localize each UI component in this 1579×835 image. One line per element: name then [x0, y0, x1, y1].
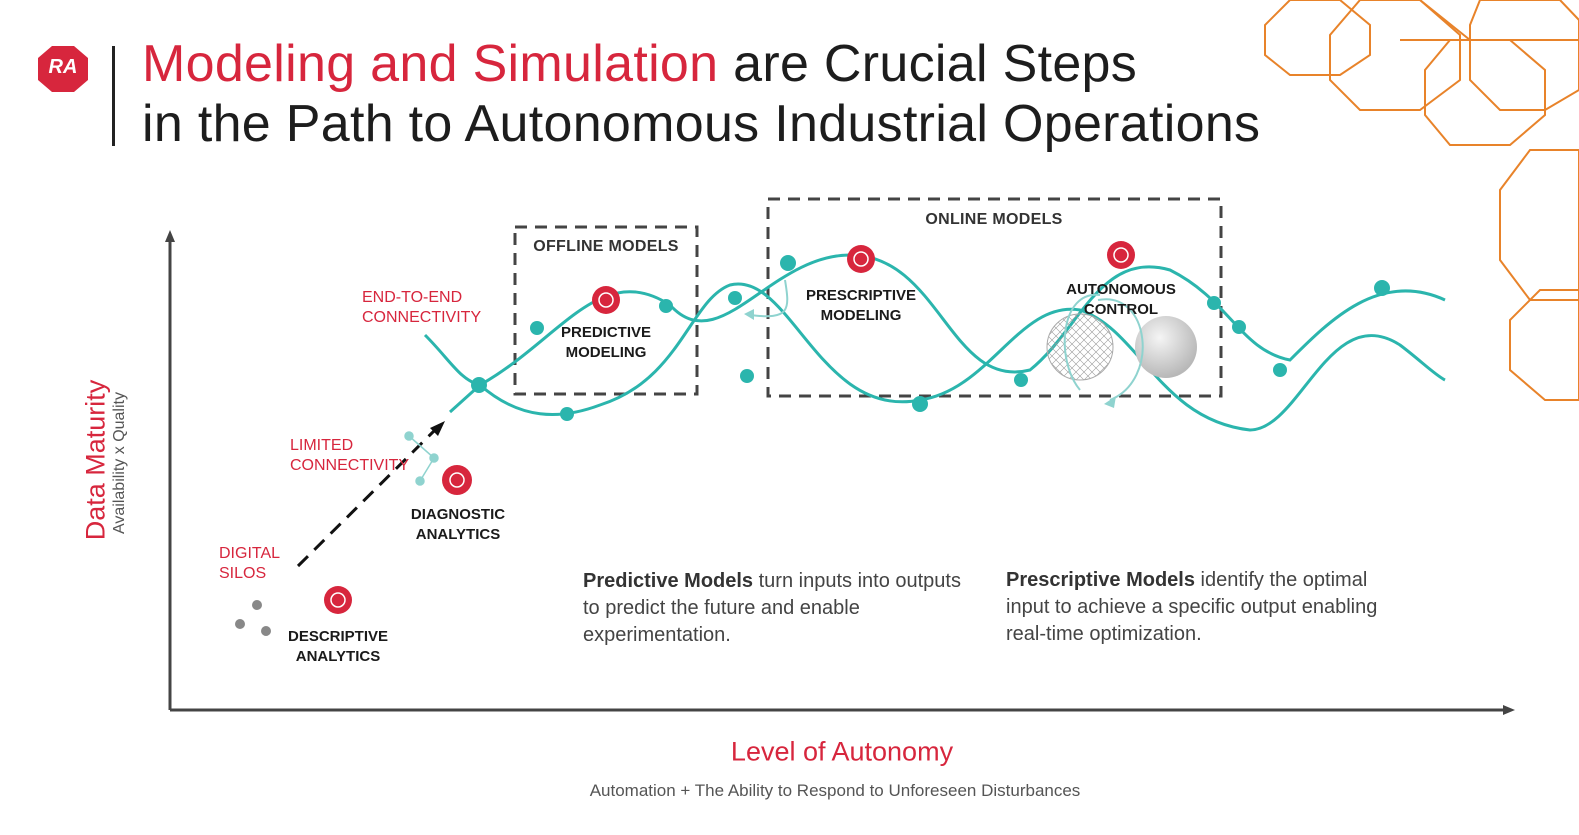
digital-silos-label: DIGITAL SILOS	[219, 544, 280, 584]
brand-logo: RA	[38, 46, 88, 92]
diagnostic-analytics-label: DIAGNOSTIC ANALYTICS	[411, 505, 505, 545]
prescriptive-modeling-icon	[847, 245, 875, 273]
predictive-modeling-icon	[592, 286, 620, 314]
online-models-label: ONLINE MODELS	[925, 211, 1062, 229]
autonomous-control-label: AUTONOMOUS CONTROL	[1066, 280, 1176, 320]
page-title: Modeling and Simulation are Crucial Step…	[142, 34, 1260, 154]
title-highlight: Modeling and Simulation	[142, 35, 718, 93]
y-axis-title: Data Maturity	[81, 380, 112, 541]
diagnostic-analytics-icon	[442, 465, 472, 495]
title-divider	[112, 46, 115, 146]
y-axis-subtitle: Availability x Quality	[111, 392, 129, 534]
logo-text: RA	[38, 56, 88, 79]
title-rest: are Crucial Steps	[718, 35, 1137, 93]
limited-connectivity-label: LIMITED CONNECTIVITY	[290, 436, 409, 476]
title-line-2: in the Path to Autonomous Industrial Ope…	[142, 95, 1260, 153]
prescriptive-models-description: Prescriptive Models identify the optimal…	[1006, 567, 1406, 648]
predictive-models-description: Predictive Models turn inputs into outpu…	[583, 568, 963, 649]
descriptive-analytics-icon	[324, 586, 352, 614]
autonomous-control-icon	[1107, 241, 1135, 269]
limited-connectivity-dots	[405, 432, 438, 485]
x-axis-subtitle: Automation + The Ability to Respond to U…	[590, 781, 1081, 801]
prescriptive-modeling-label: PRESCRIPTIVE MODELING	[806, 286, 916, 326]
offline-models-label: OFFLINE MODELS	[533, 238, 679, 256]
descriptive-analytics-label: DESCRIPTIVE ANALYTICS	[288, 627, 388, 667]
x-axis-title: Level of Autonomy	[731, 737, 953, 768]
predictive-modeling-label: PREDICTIVE MODELING	[561, 323, 651, 363]
end-to-end-connectivity-label: END-TO-END CONNECTIVITY	[362, 288, 481, 328]
silo-dots	[235, 600, 271, 636]
